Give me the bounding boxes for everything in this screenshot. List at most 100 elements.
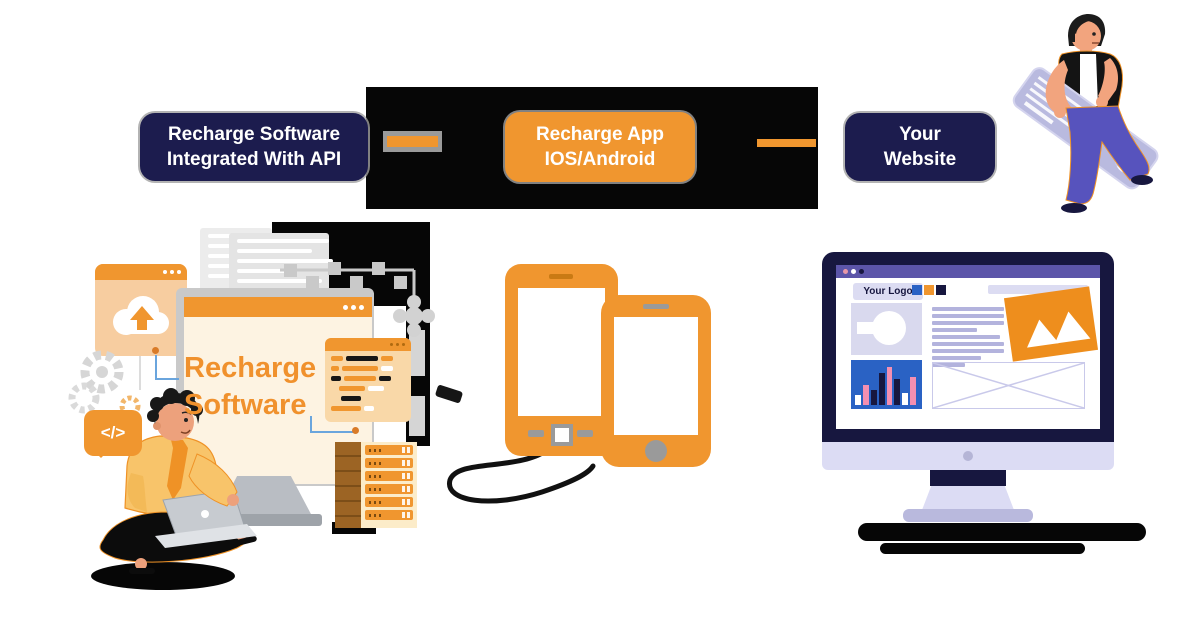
server-unit — [365, 497, 413, 507]
server-unit — [365, 445, 413, 455]
code-token — [339, 386, 365, 391]
side-slab — [409, 396, 425, 436]
badge-line: Your — [899, 123, 941, 145]
browser-bar — [836, 265, 1100, 278]
window-titlebar — [184, 297, 372, 317]
code-lines — [325, 351, 411, 411]
server-slot — [407, 486, 410, 492]
server-slot — [402, 473, 405, 479]
code-line — [339, 386, 405, 391]
badge-recharge-app: Recharge App IOS/Android — [505, 112, 695, 182]
code-token — [364, 406, 374, 411]
pants — [1065, 105, 1150, 205]
server-unit — [365, 471, 413, 481]
code-line — [341, 396, 405, 401]
connector-line — [155, 378, 179, 380]
code-token — [341, 396, 361, 401]
website-screen: Your Logo — [836, 265, 1100, 429]
code-token — [381, 356, 393, 361]
chart-bar — [894, 379, 901, 405]
chart-bar — [878, 373, 885, 405]
text-line-placeholder — [932, 321, 1004, 325]
code-line — [331, 376, 405, 381]
server-units — [361, 442, 417, 528]
side-slab — [409, 330, 425, 376]
doc-line — [237, 239, 329, 243]
text-line-placeholder — [932, 335, 1001, 339]
doc-line — [237, 279, 322, 283]
nav-swatch — [924, 285, 934, 295]
monitor-base — [903, 509, 1033, 522]
text-line-placeholder — [932, 342, 1004, 346]
chart-bar — [855, 395, 861, 405]
doc-line — [237, 259, 333, 263]
server-rack — [335, 442, 417, 528]
gears-icon — [68, 350, 141, 417]
connector-dash-1-fill — [387, 136, 438, 147]
site-logo-text: Your Logo — [863, 286, 913, 297]
badge-recharge-software-api: Recharge Software Integrated With API — [140, 113, 368, 181]
code-token — [346, 356, 378, 361]
doc-line — [208, 274, 250, 278]
badge-your-website: Your Website — [845, 113, 995, 181]
code-token — [344, 376, 376, 381]
text-line-placeholder — [932, 328, 977, 332]
monitor-shadow — [858, 523, 1146, 541]
code-token — [381, 366, 393, 371]
server-slot — [402, 460, 405, 466]
server-slot — [402, 499, 405, 505]
window-dots-icon — [843, 269, 864, 274]
code-bubble: </> — [84, 410, 142, 458]
server-led-icon — [369, 487, 381, 491]
badge-line: Integrated With API — [166, 149, 342, 170]
nav-bar-placeholder — [988, 285, 1088, 294]
connector-dash-2 — [757, 139, 816, 147]
mountain-image-icon — [1027, 311, 1091, 348]
server-led-icon — [369, 500, 381, 504]
hanging-wire — [139, 356, 141, 390]
server-unit — [365, 484, 413, 494]
screen-title: Recharge Software — [184, 350, 334, 424]
server-unit — [365, 510, 413, 520]
server-led-icon — [369, 474, 381, 478]
window-dots-icon — [343, 305, 364, 310]
badge-line: Recharge App — [535, 123, 665, 145]
code-token — [331, 356, 343, 361]
hand — [227, 494, 239, 506]
window-titlebar — [95, 264, 187, 280]
chart-bar — [870, 390, 877, 405]
developer-illustration — [91, 388, 257, 590]
tablet-screen — [518, 288, 605, 416]
home-button-icon — [645, 440, 667, 462]
monitor-shadow — [880, 543, 1085, 554]
arm — [1098, 58, 1118, 104]
monitor-wedge — [922, 486, 1014, 510]
text-line-placeholder — [932, 307, 1004, 311]
shoe — [1131, 175, 1153, 185]
server-slot — [407, 473, 410, 479]
server-slot — [402, 486, 405, 492]
text-line-placeholder — [932, 363, 966, 367]
connector-line — [310, 431, 354, 433]
server-led-icon — [369, 448, 381, 452]
server-slot — [407, 499, 410, 505]
phone-screen — [614, 317, 698, 435]
laptop-base — [155, 524, 257, 548]
chart-bar — [886, 367, 893, 405]
cloud-upload-window — [95, 264, 187, 356]
monitor-neck — [930, 470, 1006, 486]
person-shadow — [91, 562, 235, 590]
code-token — [379, 376, 391, 381]
server-slot — [402, 512, 405, 518]
image-tile — [1003, 286, 1099, 362]
nav-swatch — [912, 285, 922, 295]
connector-node — [352, 427, 359, 434]
server-slot — [402, 447, 405, 453]
home-button-icon — [551, 424, 573, 446]
code-token — [331, 366, 339, 371]
speaker-icon — [643, 304, 669, 309]
code-line — [331, 406, 405, 411]
nav-swatch — [936, 285, 946, 295]
camera-dot-icon — [963, 451, 973, 461]
